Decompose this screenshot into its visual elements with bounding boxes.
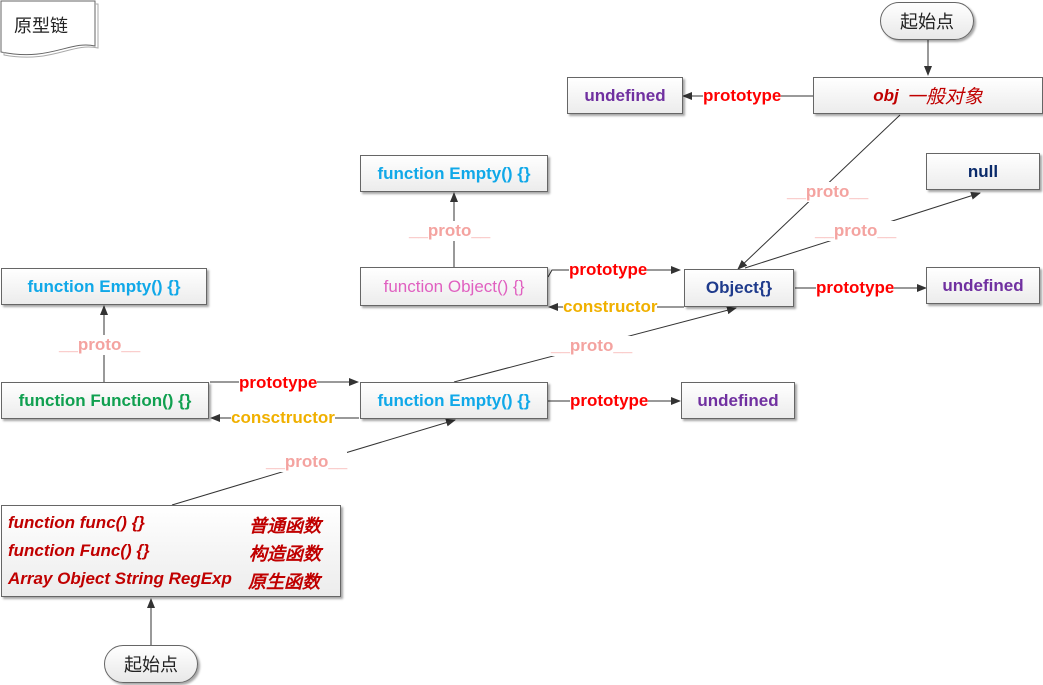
label-object-proto-null: __proto__ [815, 221, 897, 241]
label-empty-prototype: prototype [570, 391, 649, 411]
start-point-top: 起始点 [880, 2, 974, 40]
func-row-3-code: Array Object String RegExp [8, 569, 232, 588]
undefined-box-top: undefined [567, 77, 683, 114]
label-funcobject-prototype: prototype [569, 260, 648, 280]
function-object-box: function Object() {} [360, 267, 548, 306]
func-row-3-desc: 原生函数 [248, 572, 320, 592]
empty-function-box-mid: function Empty() {} [360, 155, 548, 192]
start-point-bottom: 起始点 [104, 645, 198, 683]
page-title: 原型链 [14, 16, 68, 36]
empty-function-box-left: function Empty() {} [1, 268, 207, 305]
null-box: null [926, 153, 1040, 190]
label-object-prototype: prototype [816, 278, 895, 298]
func-row-2-code: function Func() {} [8, 541, 150, 560]
undefined-box-center: undefined [681, 382, 795, 419]
func-row-1-desc: 普通函数 [249, 516, 321, 536]
undefined-box-object: undefined [926, 267, 1040, 304]
obj-desc: 一般对象 [906, 87, 983, 108]
functions-box: function func() {} 普通函数 function Func() … [1, 505, 341, 597]
func-row-1-code: function func() {} [8, 513, 145, 532]
func-row-2-desc: 构造函数 [249, 544, 321, 564]
label-empty-proto-object: __proto__ [551, 336, 633, 356]
label-funcs-proto: __proto__ [266, 452, 348, 472]
label-funcobject-proto: __proto__ [409, 221, 491, 241]
obj-name: obj [873, 85, 899, 105]
obj-box: obj 一般对象 [813, 77, 1043, 114]
object-box: Object{} [684, 269, 794, 307]
label-empty-consctructor: consctructor [231, 408, 335, 428]
title-shape [0, 0, 99, 58]
empty-function-box-center: function Empty() {} [360, 382, 548, 419]
label-function-proto: __proto__ [59, 335, 141, 355]
label-object-constructor: constructor [563, 297, 658, 317]
label-function-prototype: prototype [239, 373, 318, 393]
label-obj-prototype: prototype [703, 86, 782, 106]
label-obj-proto: __proto__ [787, 182, 869, 202]
function-function-box: function Function() {} [1, 382, 209, 419]
